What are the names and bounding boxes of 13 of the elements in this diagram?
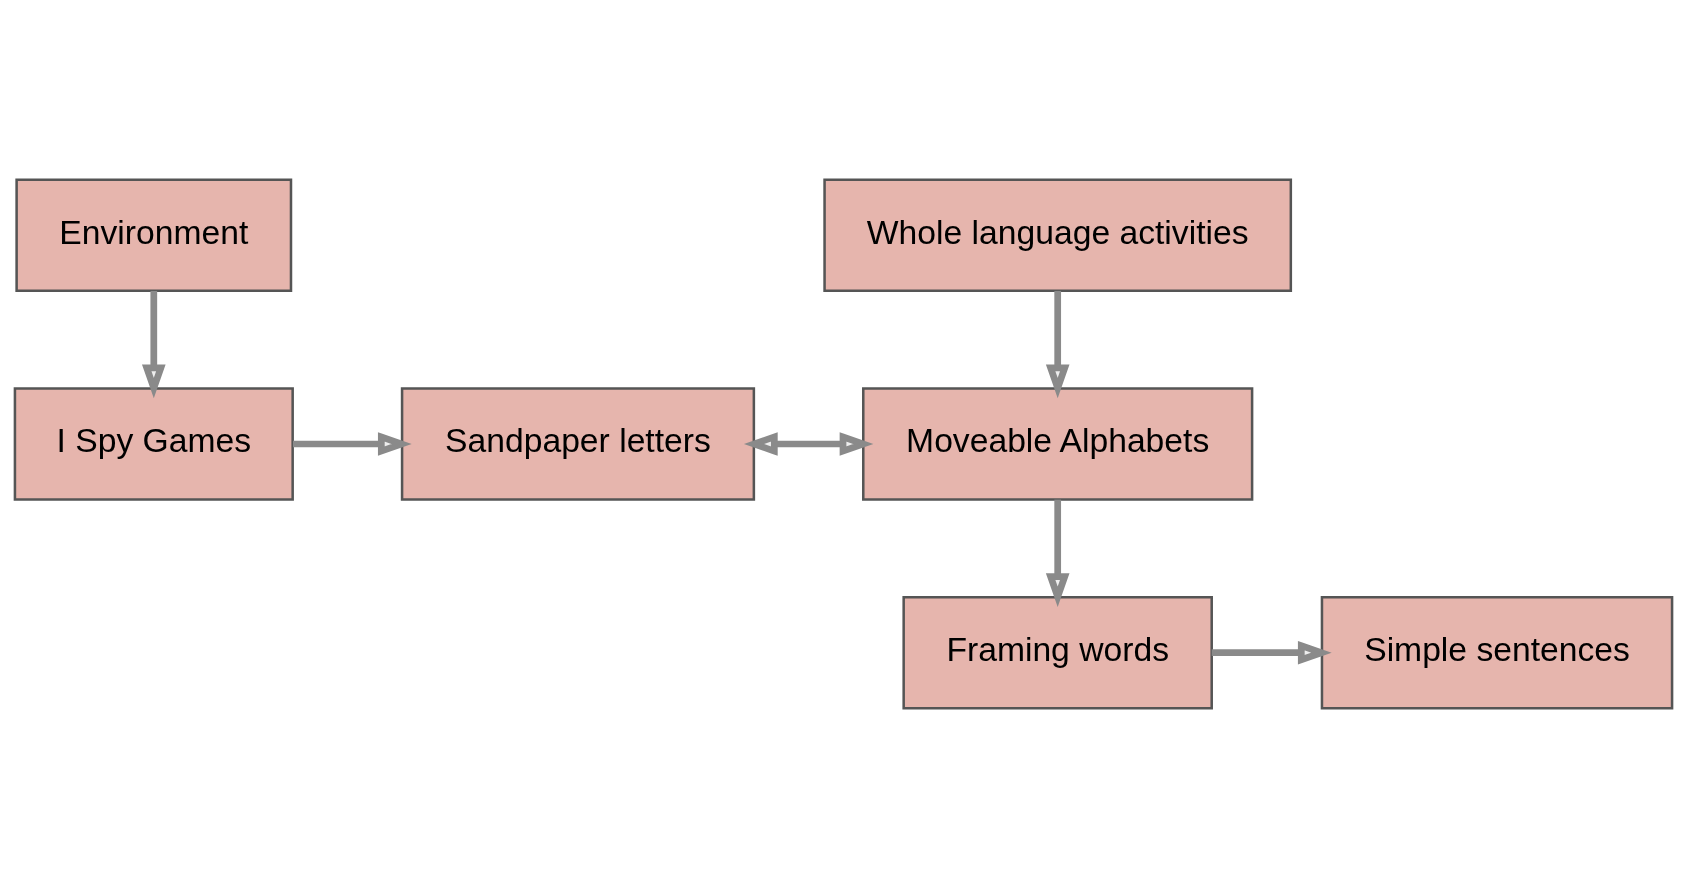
arrow xyxy=(1211,640,1332,665)
node-box: Moveable Alphabets xyxy=(862,387,1254,501)
node-box: Simple sentences xyxy=(1320,595,1674,710)
arrow xyxy=(142,290,166,399)
arrow xyxy=(743,432,874,456)
arrow xyxy=(293,432,412,456)
node-box: Environment xyxy=(15,178,293,293)
arrow xyxy=(1045,499,1070,607)
node-box: Sandpaper letters xyxy=(400,387,756,501)
node-box: I Spy Games xyxy=(13,387,294,501)
node-box: Whole language activities xyxy=(823,178,1293,293)
arrow xyxy=(1045,290,1070,399)
node-box: Framing words xyxy=(902,595,1213,710)
